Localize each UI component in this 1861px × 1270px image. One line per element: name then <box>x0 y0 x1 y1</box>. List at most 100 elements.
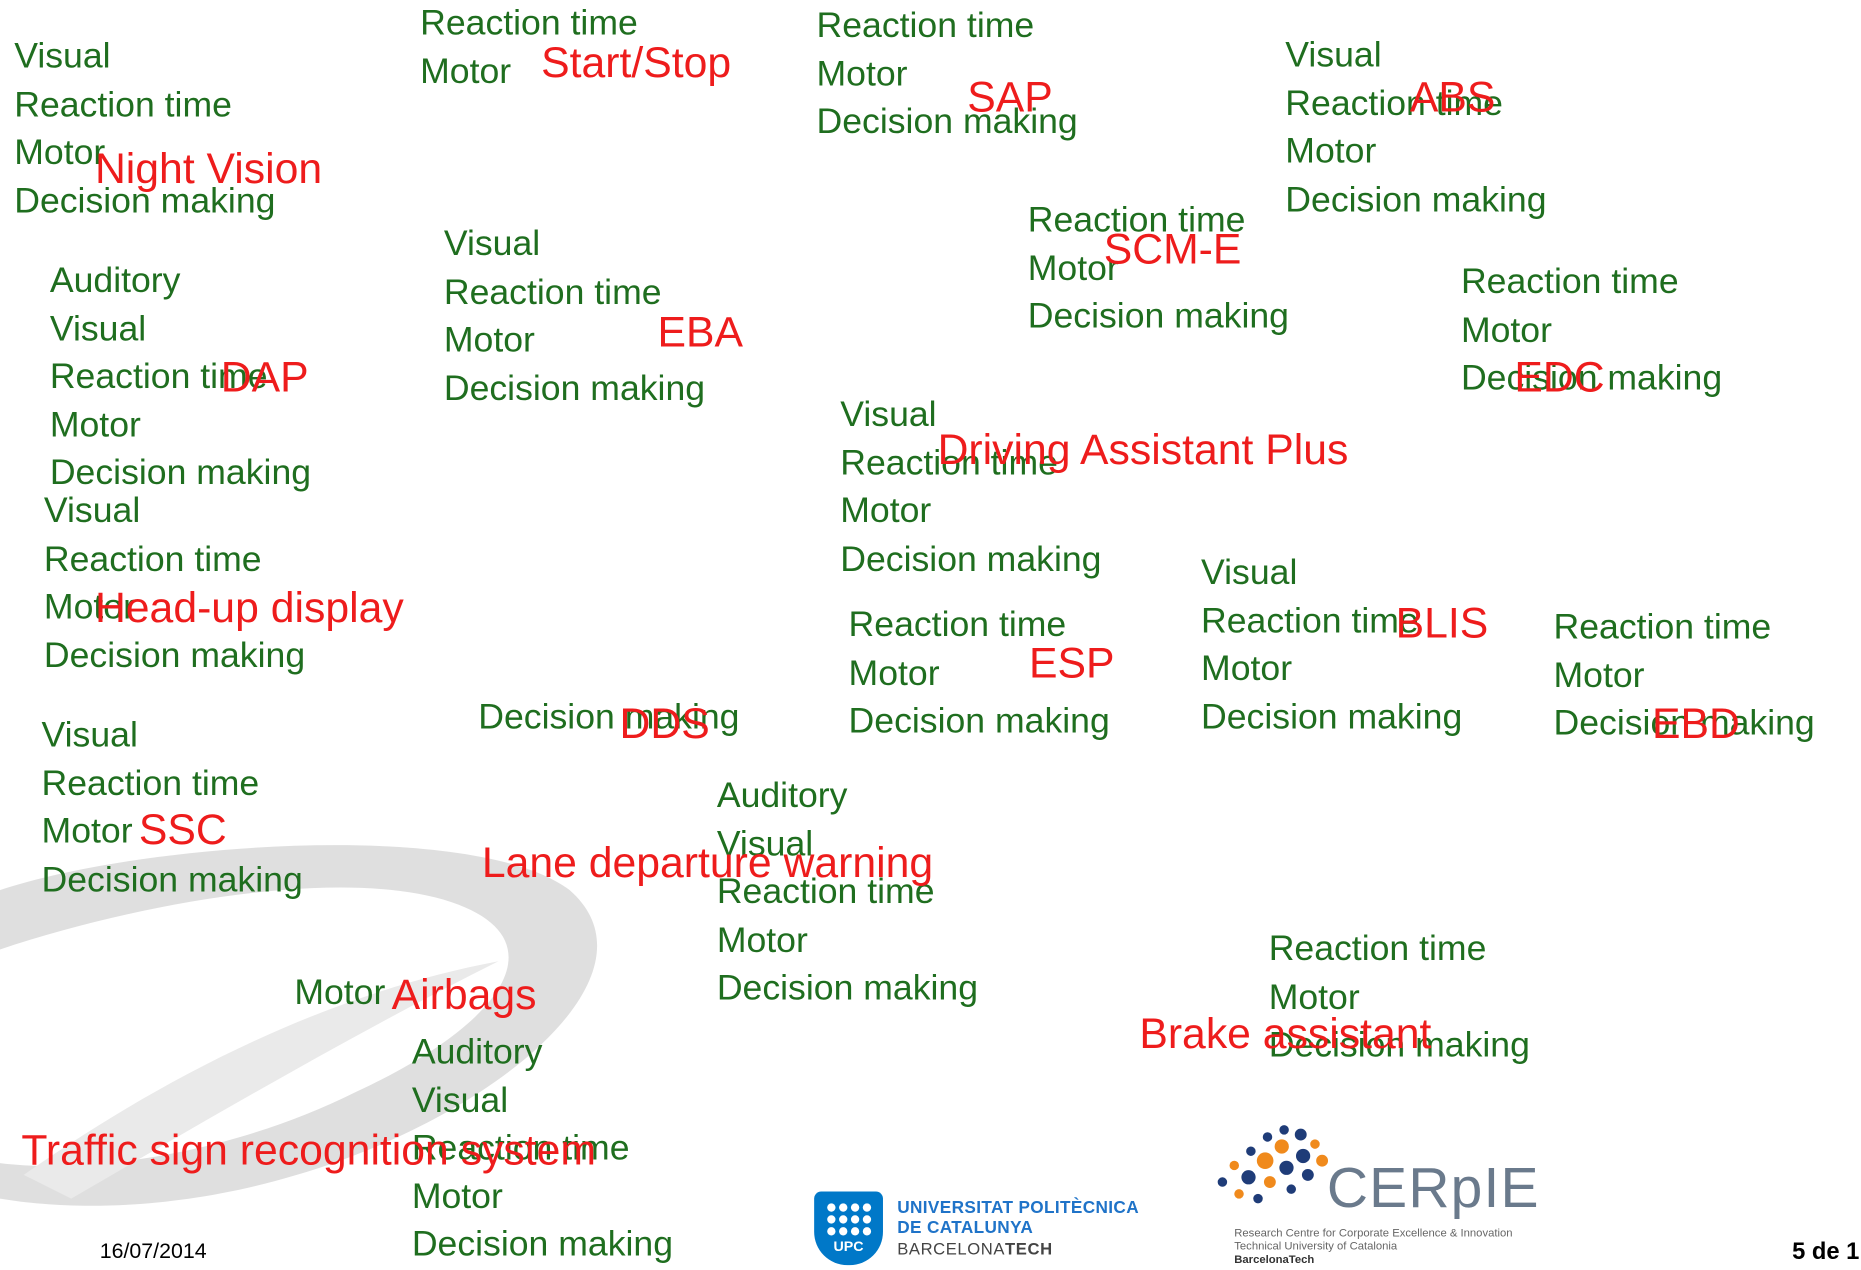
item: Motor <box>848 653 940 693</box>
upc-name-line2: DE CATALUNYA <box>897 1218 1034 1238</box>
item: Reaction time <box>848 605 1067 645</box>
airbags-items: Motor <box>294 970 385 1018</box>
item: Reaction time <box>14 84 232 125</box>
upc-badge-icon: UPC <box>814 1191 883 1266</box>
eba-items: Visual Reaction time Motor Decision maki… <box>444 221 705 413</box>
item: Motor <box>1201 649 1293 689</box>
item: Visual <box>49 309 147 349</box>
item: Motor <box>1553 655 1645 695</box>
item: Motor <box>14 132 106 173</box>
item: Visual <box>43 491 141 531</box>
item: Reaction time <box>443 272 662 312</box>
driving-assistant-plus-label: Driving Assistant Plus <box>937 424 1349 474</box>
item: Motor <box>1460 310 1552 350</box>
item: Auditory <box>716 776 848 816</box>
item: Decision making <box>1268 1025 1530 1065</box>
dap-items: Auditory Visual Reaction time Motor Deci… <box>50 258 311 498</box>
item: Motor <box>443 320 535 360</box>
item: Decision making <box>49 453 312 493</box>
item: Reaction time <box>1285 83 1503 123</box>
item: Decision making <box>478 697 740 738</box>
item: Motor <box>41 811 133 851</box>
item: Decision making <box>1460 358 1723 398</box>
upc-name-line3: BARCELONATECH <box>897 1238 1053 1258</box>
esp-items: Reaction time Motor Decision making <box>849 602 1110 746</box>
item: Visual <box>443 224 541 264</box>
item: Motor <box>840 491 932 531</box>
item: Decision making <box>848 701 1110 741</box>
item: Reaction time <box>716 872 935 912</box>
lane-departure-warning-items: Auditory Visual Reaction time Motor Deci… <box>717 773 978 1013</box>
item: Decision making <box>1553 703 1815 743</box>
item: Reaction time <box>1268 929 1487 969</box>
item: Decision making <box>716 968 979 1008</box>
item: Visual <box>14 36 111 76</box>
cerpie-title: CERpIE <box>1326 1157 1540 1221</box>
item: Motor <box>1027 248 1119 288</box>
brake-assistant-items: Reaction time Motor Decision making <box>1269 926 1530 1070</box>
item: Decision making <box>840 539 1102 579</box>
start-stop-label: Start/Stop <box>541 37 732 87</box>
upc-logo: UPC UNIVERSITAT POLITÈCNICA DE CATALUNYA… <box>814 1191 1140 1266</box>
swoosh-decoration <box>0 845 598 1206</box>
eba-label: EBA <box>657 307 743 357</box>
item: Decision making <box>41 859 303 900</box>
dds-label: DDS <box>619 699 710 748</box>
item: Decision making <box>1027 296 1289 336</box>
item: Motor <box>1285 131 1377 171</box>
abs-label: ABS <box>1409 72 1496 122</box>
item: Reaction time <box>420 3 638 43</box>
item: Decision making <box>14 180 276 221</box>
item: Motor <box>1268 977 1360 1017</box>
ssc-items: Visual Reaction time Motor Decision maki… <box>42 712 303 904</box>
item: Auditory <box>411 1032 543 1072</box>
head-up-display-items: Visual Reaction time Motor Decision maki… <box>44 488 305 680</box>
item: Decision making <box>43 635 306 675</box>
driving-assistant-plus-items: Visual Reaction time Motor Decision maki… <box>840 392 1101 584</box>
item: Motor <box>716 920 808 960</box>
traffic-sign-recognition-label: Traffic sign recognition system <box>21 1125 597 1174</box>
abs-items: Visual Reaction time Motor Decision maki… <box>1285 32 1546 224</box>
brake-assistant-label: Brake assistant <box>1139 1008 1432 1058</box>
item: Visual <box>41 715 138 755</box>
scm-e-label: SCM-E <box>1103 224 1242 273</box>
dds-items: Decision making <box>478 694 739 742</box>
item: Visual <box>716 824 814 864</box>
edc-items: Reaction time Motor Decision making <box>1461 259 1722 403</box>
item: Motor <box>49 405 141 445</box>
dap-label: DAP <box>220 352 309 402</box>
item: Visual <box>840 395 937 435</box>
item: Motor <box>294 973 386 1013</box>
sap-items: Reaction time Motor Decision making <box>817 2 1078 146</box>
item: Decision making <box>1201 697 1463 737</box>
upc-name-line1: UNIVERSITAT POLITÈCNICA <box>897 1198 1140 1218</box>
cerpie-logo: CERpIE Research Centre for Corporate Exc… <box>1199 1120 1539 1266</box>
slide-date: 16/07/2014 <box>99 1239 207 1263</box>
ssc-label: SSC <box>138 804 227 854</box>
item: Reaction time <box>1027 200 1246 240</box>
upc-badge-text: UPC <box>833 1237 864 1254</box>
item: Motor <box>43 587 135 627</box>
esp-label: ESP <box>1028 638 1115 688</box>
item: Visual <box>1285 35 1382 75</box>
sap-label: SAP <box>967 72 1053 122</box>
night-vision-items: Visual Reaction time Motor Decision maki… <box>14 33 275 225</box>
item: Visual <box>1201 553 1298 593</box>
start-stop-items: Reaction time Motor <box>420 0 638 96</box>
item: Auditory <box>49 261 181 301</box>
ebd-label: EBD <box>1652 699 1740 748</box>
item: Decision making <box>1285 179 1547 219</box>
head-up-display-label: Head-up display <box>94 582 404 632</box>
traffic-sign-recognition-items: Auditory Visual Reaction time Motor Deci… <box>412 1029 673 1269</box>
item: Visual <box>411 1080 509 1120</box>
item: Reaction time <box>43 539 262 579</box>
page-number: 5 de 1 <box>1792 1239 1860 1266</box>
item: Decision making <box>411 1224 674 1264</box>
item: Reaction time <box>840 443 1058 483</box>
cerpie-dots-icon <box>1217 1125 1329 1204</box>
item: Reaction time <box>411 1128 630 1168</box>
item: Reaction time <box>41 763 260 803</box>
item: Reaction time <box>49 357 268 397</box>
item: Motor <box>420 51 512 91</box>
item: Reaction time <box>1201 601 1419 641</box>
